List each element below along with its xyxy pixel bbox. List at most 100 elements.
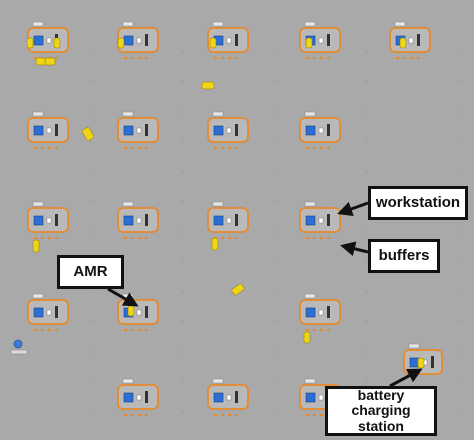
station-device-icon	[145, 124, 148, 136]
workstation-icon	[305, 307, 316, 318]
station-marker-icon	[226, 37, 232, 44]
amr-icon	[82, 127, 94, 141]
buffer-dot-icon	[41, 147, 44, 149]
buffer-dot-icon	[221, 57, 224, 59]
station-device-icon	[55, 306, 58, 318]
workstation	[299, 201, 341, 239]
floor-tick	[274, 350, 275, 353]
floor-tick	[458, 230, 459, 233]
station-device-icon	[145, 391, 148, 403]
buffer-dot-icon	[410, 57, 413, 59]
floor-tick	[274, 230, 275, 233]
workstation-icon	[123, 392, 134, 403]
amr-icon	[201, 81, 215, 90]
arrow-icon	[107, 287, 139, 307]
station-tag	[394, 21, 406, 27]
station-tag	[212, 378, 224, 384]
station-device-icon	[327, 214, 330, 226]
station-tag	[212, 201, 224, 207]
amr-icon	[231, 283, 245, 296]
arrow-icon	[340, 241, 369, 257]
floor-tick	[458, 80, 459, 83]
buffer-dot-icon	[320, 147, 323, 149]
floor-tick	[366, 110, 367, 113]
workstation	[207, 111, 249, 149]
buffer-dot-icon	[131, 414, 134, 416]
home-marker-icon	[13, 339, 23, 349]
buffer-dot-icon	[138, 329, 141, 331]
buffer-dot-icon	[327, 237, 330, 239]
workstation	[27, 111, 69, 149]
buffer-dot-icon	[145, 237, 148, 239]
station-device-icon	[55, 214, 58, 226]
station-device-icon	[145, 214, 148, 226]
workstation-icon	[123, 35, 134, 46]
floor-tick	[366, 170, 367, 173]
charging-label-line2: station	[358, 417, 404, 434]
floor-tick	[182, 170, 183, 173]
station-device-icon	[327, 34, 330, 46]
station-marker-icon	[136, 217, 142, 224]
buffer-dot-icon	[228, 414, 231, 416]
buffer-dot-icon	[320, 237, 323, 239]
floor-tick	[90, 350, 91, 353]
buffer-dot-icon	[214, 414, 217, 416]
floor-tick	[458, 290, 459, 293]
buffers-label-text: buffers	[378, 246, 430, 264]
workstation-icon	[33, 215, 44, 226]
buffer-dot-icon	[34, 329, 37, 331]
station-device-icon	[235, 34, 238, 46]
workstation-icon	[33, 307, 44, 318]
amr-label: AMR	[57, 255, 124, 289]
floor-tick	[90, 320, 91, 323]
floor-tick	[90, 380, 91, 383]
station-marker-icon	[318, 127, 324, 134]
floor-tick	[274, 80, 275, 83]
floor-tick	[366, 50, 367, 53]
arrow-icon	[337, 201, 369, 217]
floor-tick	[90, 170, 91, 173]
buffer-dot-icon	[313, 57, 316, 59]
buffer-dot-icon	[320, 329, 323, 331]
workstation-icon	[409, 357, 420, 368]
workstation	[299, 293, 341, 331]
buffer-dot-icon	[48, 237, 51, 239]
buffer-dot-icon	[145, 57, 148, 59]
station-marker-icon	[46, 37, 52, 44]
buffer-dot-icon	[306, 147, 309, 149]
buffer-dot-icon	[55, 237, 58, 239]
buffer-dot-icon	[55, 57, 58, 59]
buffer-dot-icon	[145, 329, 148, 331]
workstation-label: workstation	[368, 186, 468, 220]
buffer-dot-icon	[306, 57, 309, 59]
station-device-icon	[327, 306, 330, 318]
workstation-icon	[213, 125, 224, 136]
amr-icon	[211, 237, 219, 251]
workstation	[117, 378, 159, 416]
station-tag	[122, 111, 134, 117]
buffer-dot-icon	[214, 57, 217, 59]
buffer-dot-icon	[306, 414, 309, 416]
station-marker-icon	[318, 309, 324, 316]
floor-tick	[182, 380, 183, 383]
floor-tick	[366, 380, 367, 383]
floor-tick	[274, 110, 275, 113]
station-device-icon	[417, 34, 420, 46]
floor-tick	[458, 320, 459, 323]
station-tag	[304, 201, 316, 207]
buffer-dot-icon	[313, 414, 316, 416]
floor-tick	[90, 110, 91, 113]
station-marker-icon	[46, 217, 52, 224]
buffer-dot-icon	[124, 329, 127, 331]
station-tag	[32, 21, 44, 27]
floor-tick	[274, 410, 275, 413]
station-tag	[122, 378, 134, 384]
station-marker-icon	[408, 37, 414, 44]
floor-tick	[182, 200, 183, 203]
workstation	[207, 378, 249, 416]
station-device-icon	[55, 124, 58, 136]
buffer-dot-icon	[327, 329, 330, 331]
buffer-dot-icon	[124, 414, 127, 416]
station-marker-icon	[226, 127, 232, 134]
floor-tick	[90, 200, 91, 203]
